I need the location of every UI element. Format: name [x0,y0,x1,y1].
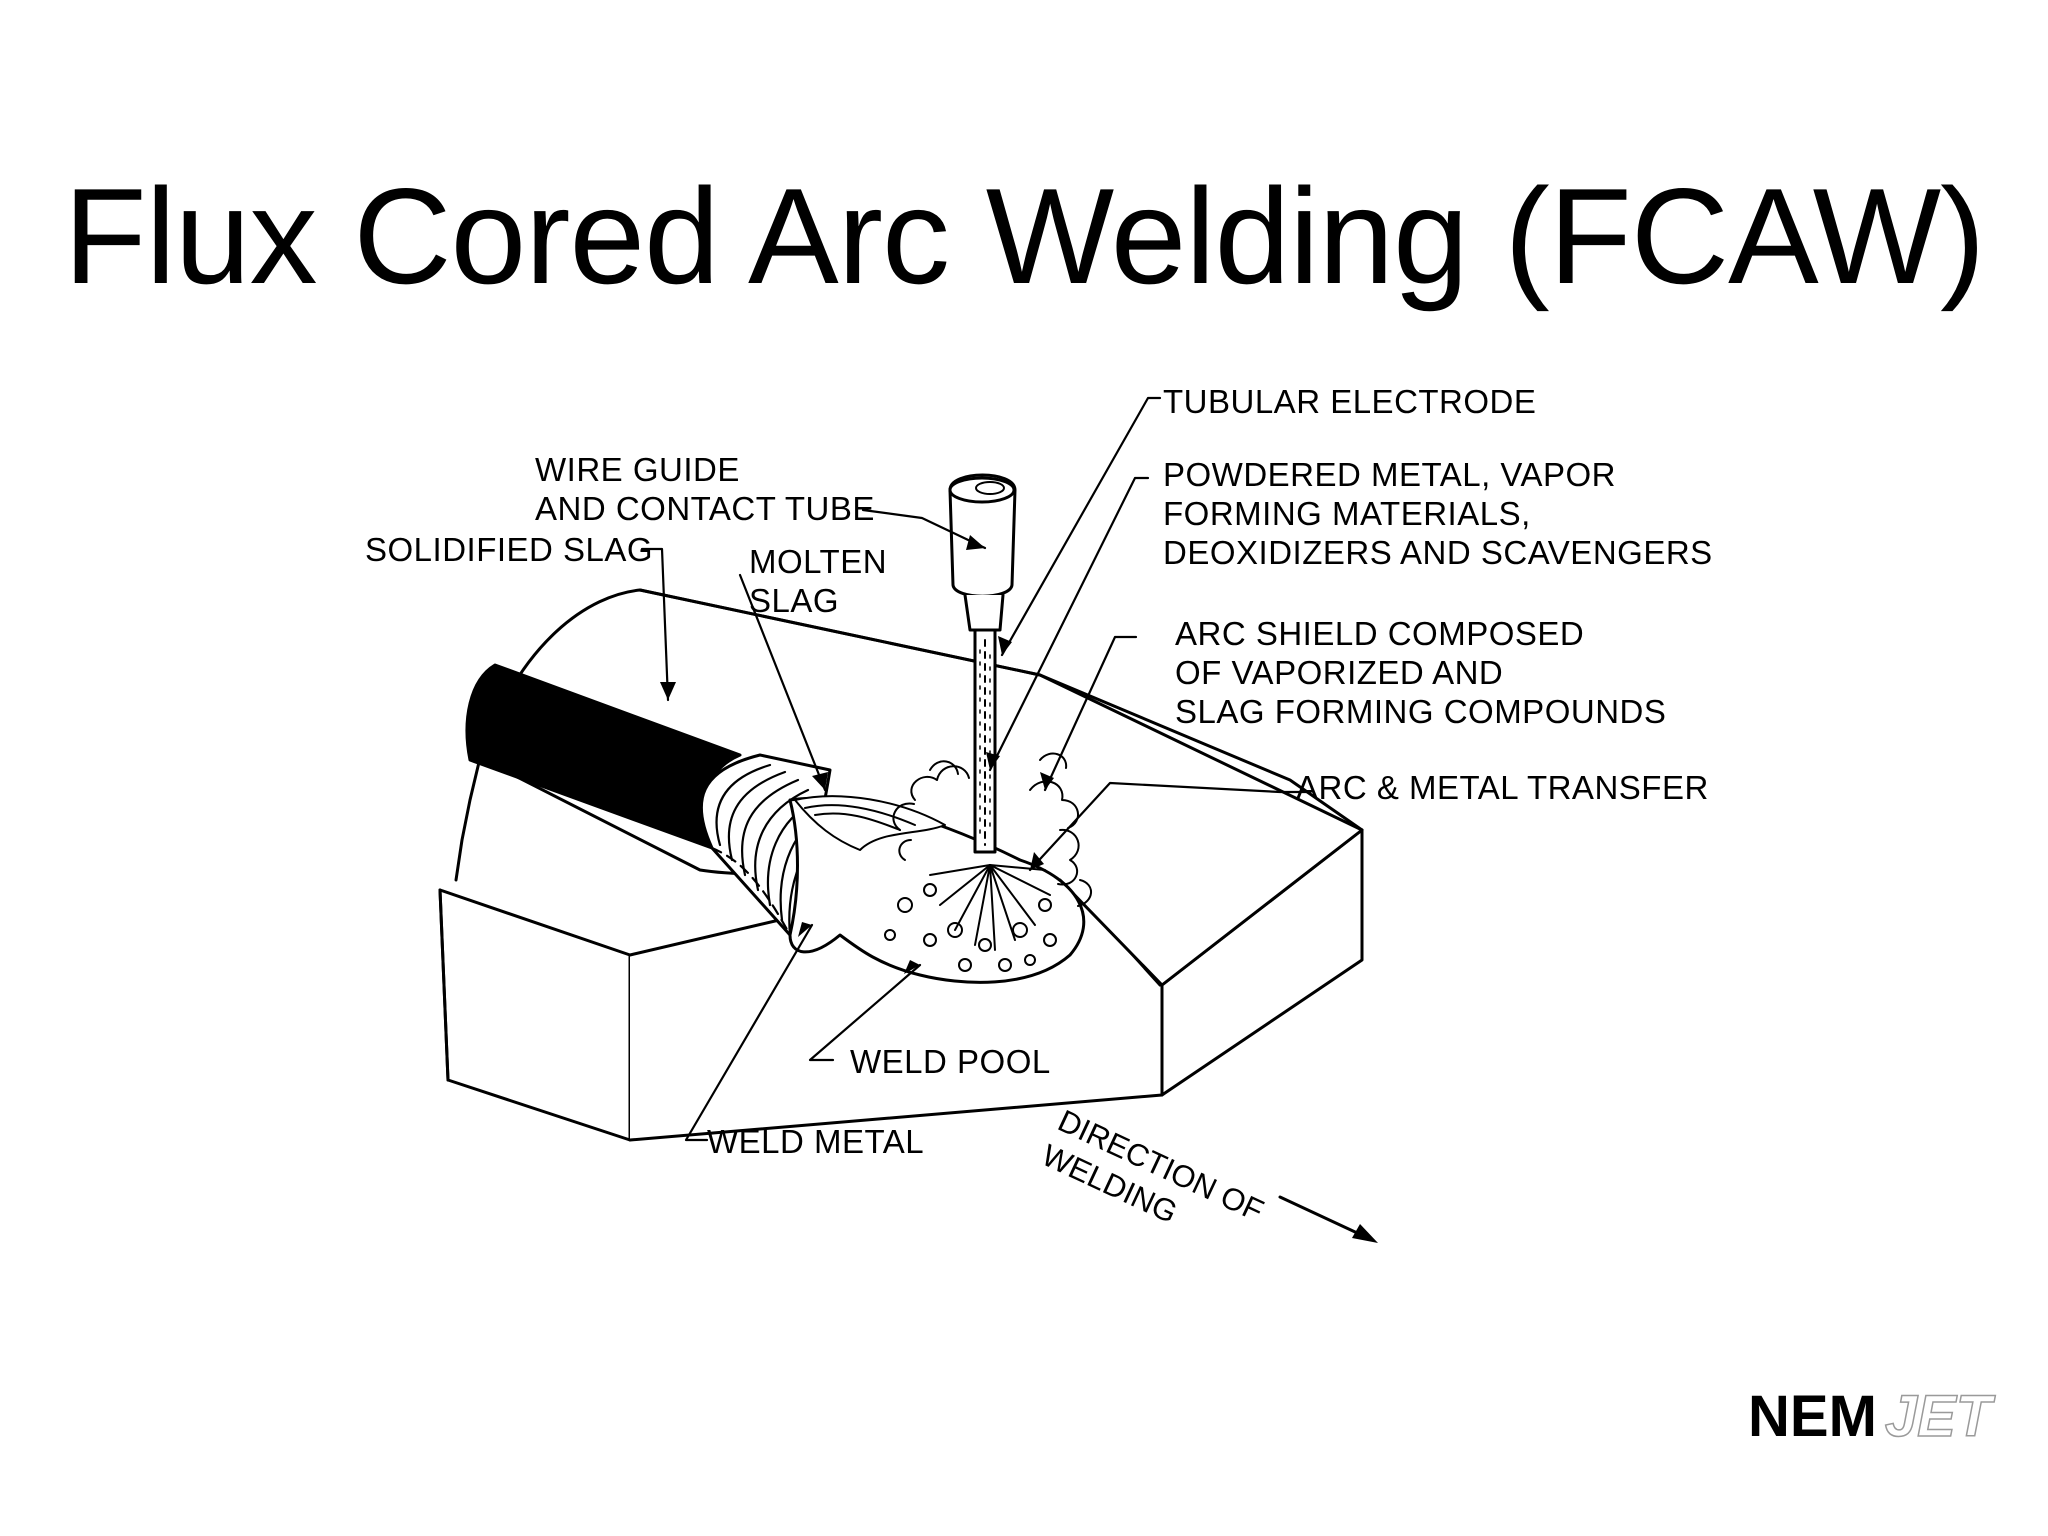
label-wire-guide: WIRE GUIDE AND CONTACT TUBE [535,451,875,527]
leader-arrowheads [660,535,1054,974]
logo-text-jet: JET [1884,1384,1992,1449]
weld-pool [788,795,1086,984]
label-tubular-electrode: TUBULAR ELECTRODE [1163,383,1537,420]
leader-lines [640,396,1312,1142]
label-weld-pool: WELD POOL [850,1043,1051,1080]
arc-metal-transfer [929,864,1051,951]
label-powdered-metal: POWDERED METAL, VAPOR FORMING MATERIALS,… [1163,456,1713,571]
slide-title: Flux Cored Arc Welding (FCAW) [63,160,1986,312]
label-arc-metal-transfer: ARC & METAL TRANSFER [1296,769,1709,806]
label-molten-slag: MOLTEN SLAG [749,543,888,619]
label-solidified-slag: SOLIDIFIED SLAG [365,531,654,568]
label-arc-shield: ARC SHIELD COMPOSED OF VAPORIZED AND SLA… [1175,615,1667,730]
direction-arrow [1278,1195,1378,1243]
wire-guide-contact-tube [948,473,1017,632]
tubular-electrode [973,628,997,854]
logo-text-nem: NEM [1748,1384,1877,1449]
label-weld-metal: WELD METAL [707,1123,925,1160]
